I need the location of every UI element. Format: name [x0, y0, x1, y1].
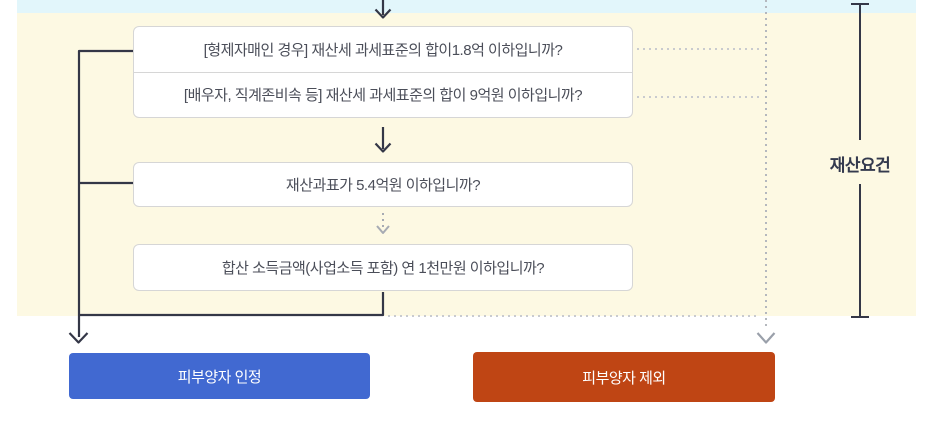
result-dependent-excluded: 피부양자 제외: [473, 352, 775, 402]
result-label: 피부양자 인정: [177, 368, 262, 386]
question-box-sibling: [형제자매인 경우] 재산세 과세표준의 합이1.8억 이하입니까?: [134, 27, 632, 73]
result-label: 피부양자 제외: [582, 369, 666, 387]
question-box-income: 합산 소득금액(사업소득 포함) 연 1천만원 이하입니까?: [133, 244, 633, 291]
question-box-spouse: [배우자, 직계존비속 등] 재산세 과세표준의 합이 9억원 이하입니까?: [134, 73, 632, 118]
question-text: [형제자매인 경우] 재산세 과세표준의 합이1.8억 이하입니까?: [203, 41, 563, 59]
question-box-group: [형제자매인 경우] 재산세 과세표준의 합이1.8억 이하입니까? [배우자,…: [133, 26, 633, 118]
side-label-property-requirement: 재산요건: [829, 156, 891, 175]
result-dependent-accepted: 피부양자 인정: [69, 353, 370, 399]
yes-arrow-head: [68, 332, 89, 344]
question-text: 합산 소득금액(사업소득 포함) 연 1천만원 이하입니까?: [221, 260, 545, 277]
question-text: [배우자, 직계존비속 등] 재산세 과세표준의 합이 9억원 이하입니까?: [183, 87, 583, 105]
top-section-strip: [17, 0, 916, 13]
question-text: 재산과표가 5.4억원 이하입니까?: [285, 177, 481, 194]
no-rail-arrow-head: [756, 332, 776, 344]
question-box-property: 재산과표가 5.4억원 이하입니까?: [133, 162, 633, 207]
